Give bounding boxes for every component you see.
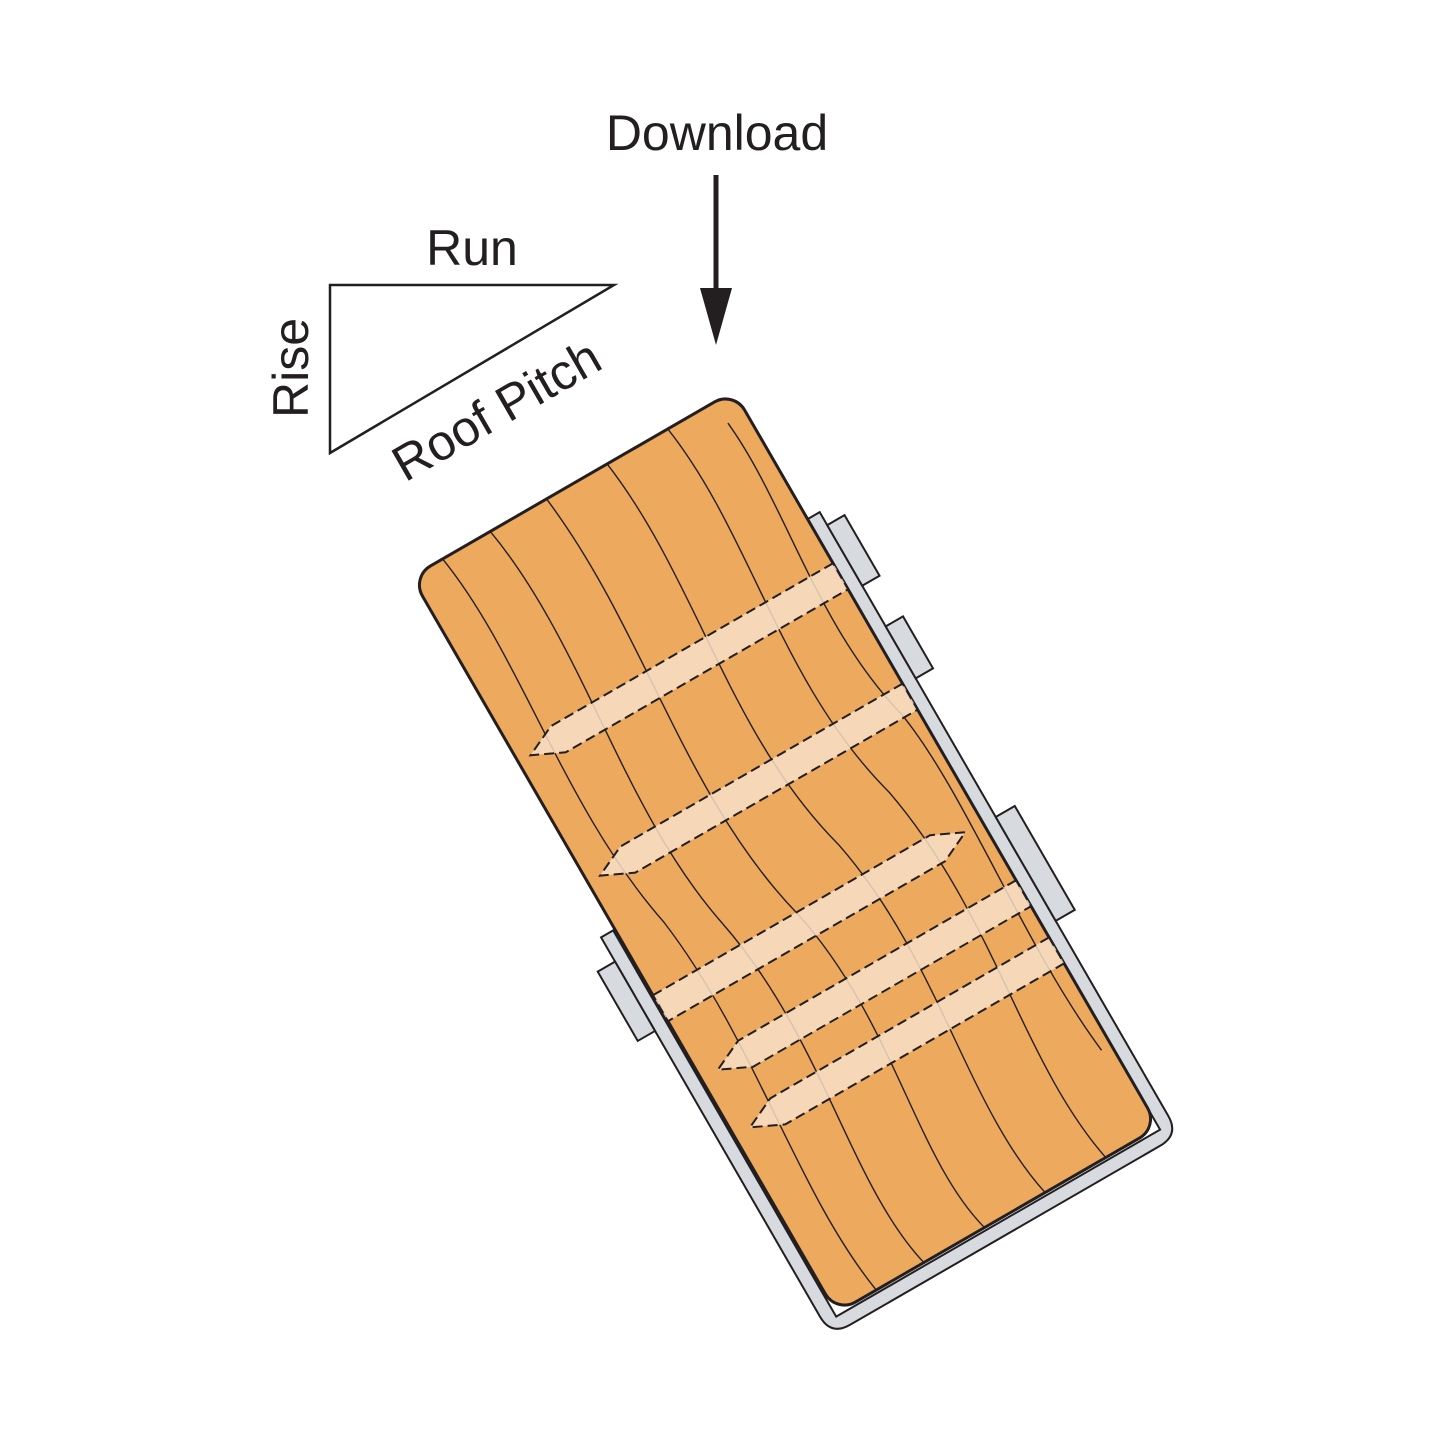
rise-label: Rise — [263, 318, 319, 418]
nail — [715, 878, 1033, 1071]
run-label: Run — [426, 220, 518, 276]
joist-hanger — [596, 510, 1174, 1330]
download-label: Download — [606, 105, 828, 161]
roof-pitch-triangle — [328, 283, 619, 456]
roof-pitch-label: Roof Pitch — [383, 328, 611, 492]
nail — [651, 831, 968, 1023]
nail — [528, 561, 850, 757]
download-arrow-icon — [700, 175, 732, 345]
nails — [528, 561, 1066, 1129]
nail — [747, 936, 1066, 1129]
nail — [598, 682, 919, 877]
wood-joist — [417, 397, 1153, 1307]
wood-grain — [442, 422, 1107, 1291]
